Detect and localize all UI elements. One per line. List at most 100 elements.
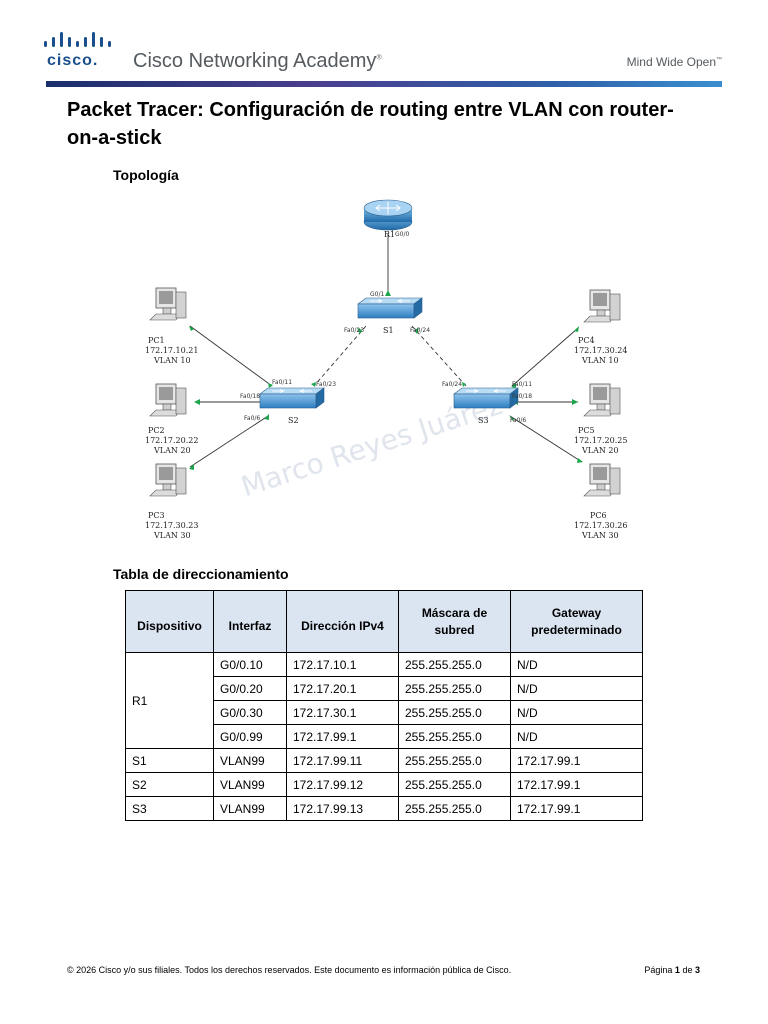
pc5-vlan: VLAN 20 xyxy=(581,446,619,455)
cell-ipv4: 172.17.99.12 xyxy=(286,772,399,797)
s3-port-fa018: Fa0/18 xyxy=(512,393,532,400)
cell-mask: 255.255.255.0 xyxy=(398,700,511,725)
cell-interface: G0/0.30 xyxy=(213,700,287,725)
cell-mask: 255.255.255.0 xyxy=(398,652,511,677)
link-pc4-s3 xyxy=(511,327,579,387)
s2-port-fa06: Fa0/6 xyxy=(244,415,260,422)
s2-port-fa018: Fa0/18 xyxy=(240,393,260,400)
cell-mask: 255.255.255.0 xyxy=(398,748,511,773)
cell-ipv4: 172.17.99.1 xyxy=(286,724,399,749)
cell-device: R1 xyxy=(125,652,214,749)
pc3-name: PC3 xyxy=(148,511,165,520)
pc6-name: PC6 xyxy=(590,511,607,520)
switch-s2-name: S2 xyxy=(288,416,299,425)
pc4-ip: 172.17.30.24 xyxy=(574,346,627,355)
pc1-ip: 172.17.10.21 xyxy=(145,346,198,355)
addressing-table-heading: Tabla de direccionamiento xyxy=(113,566,289,582)
cell-gateway: 172.17.99.1 xyxy=(510,772,643,797)
cell-interface: G0/0.10 xyxy=(213,652,287,677)
table-row: G0/0.20 172.17.20.1 255.255.255.0 N/D xyxy=(126,676,643,701)
switch-s3-icon[interactable] xyxy=(453,387,519,409)
s3-port-fa06: Fa0/6 xyxy=(510,417,526,424)
cell-gateway: 172.17.99.1 xyxy=(510,748,643,773)
tagline: Mind Wide Open™ xyxy=(626,55,722,69)
pc5-ip: 172.17.20.25 xyxy=(574,436,627,445)
header-rule xyxy=(46,81,722,87)
table-row: R1 G0/0.10 172.17.10.1 255.255.255.0 N/D xyxy=(125,652,643,749)
addressing-table: Dispositivo Interfaz Dirección IPv4 Másc… xyxy=(125,590,643,821)
s1-port-g01: G0/1 xyxy=(370,291,384,298)
col-header-mask: Máscara de subred xyxy=(398,590,511,653)
pc2-ip: 172.17.20.22 xyxy=(145,436,198,445)
cell-gateway: N/D xyxy=(510,724,643,749)
router-port: G0/0 xyxy=(395,231,409,238)
pc1-name: PC1 xyxy=(148,336,165,345)
table-row: S2 VLAN99 172.17.99.12 255.255.255.0 172… xyxy=(125,772,643,797)
pc3-vlan: VLAN 30 xyxy=(153,531,191,540)
router-icon[interactable] xyxy=(363,199,413,231)
pc2-vlan: VLAN 20 xyxy=(153,446,191,455)
cisco-wordmark: cisco. xyxy=(47,52,99,69)
s1-port-fa023: Fa0/23 xyxy=(344,327,364,334)
s1-port-fa024: Fa0/24 xyxy=(410,327,430,334)
cell-interface: VLAN99 xyxy=(213,748,287,773)
switch-s1-name: S1 xyxy=(383,326,394,335)
pc6-icon[interactable] xyxy=(583,463,621,497)
table-row: G0/0.30 172.17.30.1 255.255.255.0 N/D xyxy=(126,700,643,725)
cell-ipv4: 172.17.20.1 xyxy=(286,676,399,701)
cell-mask: 255.255.255.0 xyxy=(398,724,511,749)
cell-gateway: 172.17.99.1 xyxy=(510,796,643,821)
cell-interface: VLAN99 xyxy=(213,796,287,821)
cell-ipv4: 172.17.10.1 xyxy=(286,652,399,677)
footer-copyright: © 2026 Cisco y/o sus filiales. Todos los… xyxy=(67,965,512,975)
link-s1-s2 xyxy=(313,325,367,387)
topology-diagram: Marco Reyes Juárez xyxy=(145,199,627,540)
s2-port-fa023: Fa0/23 xyxy=(316,381,336,388)
cell-device: S1 xyxy=(125,748,214,773)
cell-gateway: N/D xyxy=(510,676,643,701)
cell-mask: 255.255.255.0 xyxy=(398,796,511,821)
topology-heading: Topología xyxy=(113,167,179,183)
cell-ipv4: 172.17.30.1 xyxy=(286,700,399,725)
pc6-vlan: VLAN 30 xyxy=(581,531,619,540)
pc5-name: PC5 xyxy=(578,426,595,435)
cell-interface: G0/0.20 xyxy=(213,676,287,701)
page-header: cisco. Cisco Networking Academy® Mind Wi… xyxy=(0,0,768,88)
switch-s3-name: S3 xyxy=(478,416,489,425)
cell-device: S2 xyxy=(125,772,214,797)
link-s1-s3 xyxy=(411,325,467,387)
footer-page-number: Página 1 de 3 xyxy=(644,965,700,975)
col-header-gateway: Gateway predeterminado xyxy=(510,590,643,653)
cell-mask: 255.255.255.0 xyxy=(398,676,511,701)
s2-port-fa011: Fa0/11 xyxy=(272,379,292,386)
cisco-bars-logo-icon xyxy=(44,32,111,47)
pc5-icon[interactable] xyxy=(583,383,621,417)
cell-mask: 255.255.255.0 xyxy=(398,772,511,797)
switch-s2-icon[interactable] xyxy=(259,387,325,409)
table-row: S1 VLAN99 172.17.99.11 255.255.255.0 172… xyxy=(125,748,643,773)
pc2-icon[interactable] xyxy=(149,383,187,417)
cell-gateway: N/D xyxy=(510,700,643,725)
link-pc6-s3 xyxy=(509,415,583,463)
academy-title: Cisco Networking Academy® xyxy=(133,50,382,72)
cell-device: S3 xyxy=(125,796,214,821)
pc4-icon[interactable] xyxy=(583,289,621,323)
col-header-ipv4: Dirección IPv4 xyxy=(286,590,399,653)
cell-ipv4: 172.17.99.11 xyxy=(286,748,399,773)
pc3-icon[interactable] xyxy=(149,463,187,497)
router-name: R1 xyxy=(384,230,395,239)
switch-s1-icon[interactable] xyxy=(357,297,423,319)
pc6-ip: 172.17.30.26 xyxy=(574,521,627,530)
pc1-icon[interactable] xyxy=(149,287,187,321)
pc2-name: PC2 xyxy=(148,426,165,435)
table-header-row: Dispositivo Interfaz Dirección IPv4 Másc… xyxy=(125,590,643,653)
link-pc1-s2 xyxy=(189,325,273,387)
pc1-vlan: VLAN 10 xyxy=(153,356,191,365)
page-title: Packet Tracer: Configuración de routing … xyxy=(67,99,674,149)
cell-interface: VLAN99 xyxy=(213,772,287,797)
cell-ipv4: 172.17.99.13 xyxy=(286,796,399,821)
cell-gateway: N/D xyxy=(510,652,643,677)
cell-interface: G0/0.99 xyxy=(213,724,287,749)
s3-port-fa024: Fa0/24 xyxy=(442,381,462,388)
pc4-vlan: VLAN 10 xyxy=(581,356,619,365)
